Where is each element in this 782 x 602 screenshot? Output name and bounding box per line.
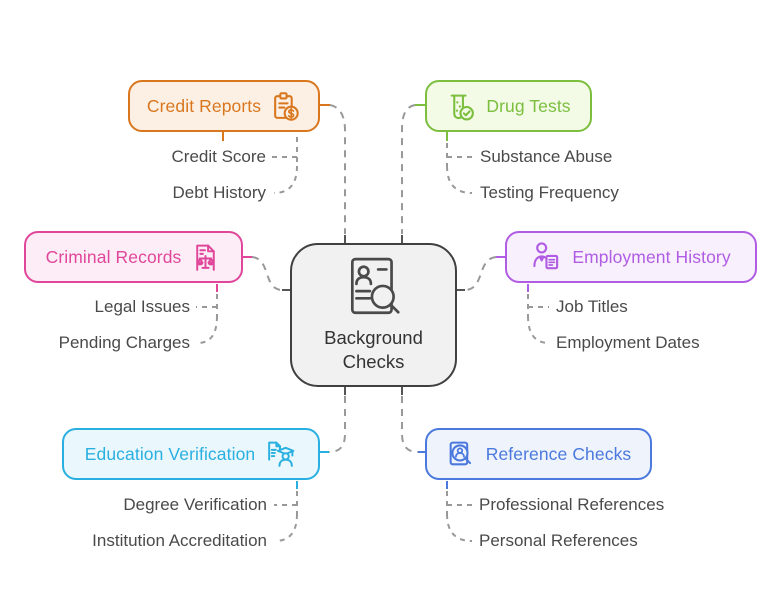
center-node-background-checks: Background Checks (290, 243, 457, 387)
branch-node-reference-checks: Reference Checks (425, 428, 652, 480)
child-label-debt-history: Debt History (172, 183, 266, 202)
child-label-professional-references: Professional References (479, 495, 665, 514)
center-node-label-line2: Checks (342, 351, 405, 372)
child-label-institution-accreditation: Institution Accreditation (92, 531, 267, 550)
child-label-degree-verification: Degree Verification (123, 495, 267, 514)
branch-node-criminal-records: Criminal Records (24, 231, 243, 283)
document-magnifier-person-icon (446, 439, 477, 470)
person-document-icon (531, 241, 563, 273)
branch-label: Credit Reports (146, 95, 262, 116)
child-label-personal-references: Personal References (479, 531, 638, 550)
clipboard-dollar-icon (270, 91, 301, 122)
branch-label: Employment History (572, 246, 731, 267)
test-tube-check-icon (446, 91, 477, 122)
branch-node-employment-history: Employment History (505, 231, 757, 283)
branch-label: Criminal Records (45, 246, 182, 267)
document-scales-icon (190, 242, 221, 273)
branch-label: Education Verification (84, 443, 256, 464)
branch-label: Drug Tests (486, 95, 571, 116)
child-label-job-titles: Job Titles (556, 297, 628, 316)
child-label-substance-abuse: Substance Abuse (480, 147, 613, 166)
branch-node-credit-reports: Credit Reports (128, 80, 320, 132)
branch-node-education-verification: Education Verification (62, 428, 320, 480)
profile-search-icon (345, 256, 403, 320)
branch-label: Reference Checks (485, 443, 632, 464)
child-label-credit-score: Credit Score (171, 147, 266, 166)
center-node-label-line1: Background (324, 327, 423, 348)
document-graduate-icon (264, 439, 297, 470)
child-label-legal-issues: Legal Issues (94, 297, 190, 316)
child-label-pending-charges: Pending Charges (58, 333, 190, 352)
child-label-testing-frequency: Testing Frequency (480, 183, 619, 202)
branch-node-drug-tests: Drug Tests (425, 80, 592, 132)
child-label-employment-dates: Employment Dates (556, 333, 700, 352)
